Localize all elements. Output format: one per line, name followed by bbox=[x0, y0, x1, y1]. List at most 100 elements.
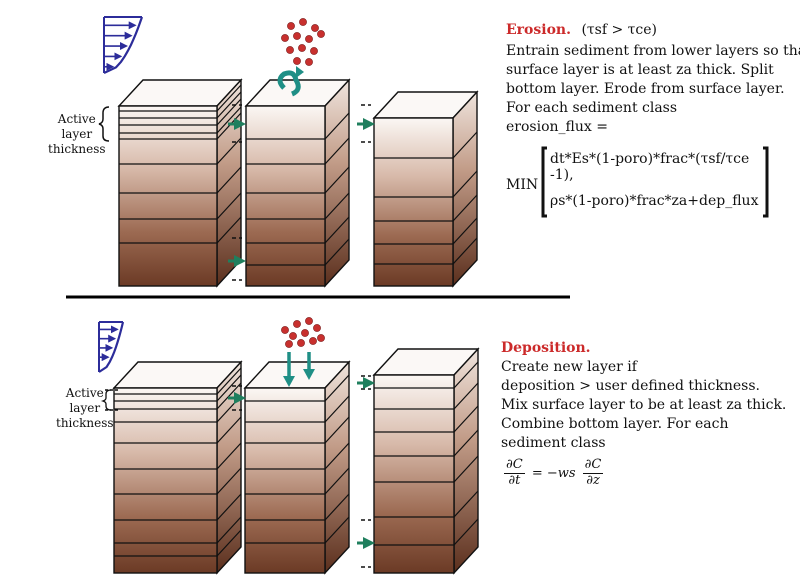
layer-boundary bbox=[114, 395, 242, 423]
layer-boundary bbox=[246, 192, 350, 220]
layer-boundary bbox=[374, 237, 478, 265]
equation-middle: = −ws bbox=[531, 465, 576, 481]
sediment-particle bbox=[286, 46, 294, 54]
layer-boundary bbox=[114, 516, 242, 544]
label-word: layer bbox=[69, 401, 101, 415]
swirl-arrowhead bbox=[296, 66, 304, 78]
layer-boundary bbox=[114, 467, 242, 495]
deposition-line-5: sediment class bbox=[501, 435, 606, 452]
column-front-face bbox=[373, 117, 454, 287]
sediment-particle bbox=[287, 22, 295, 30]
sediment-particle bbox=[293, 320, 301, 328]
lhs-fraction: ∂C ∂t bbox=[504, 457, 525, 489]
layer-boundary bbox=[374, 217, 478, 245]
layer-boundary bbox=[246, 137, 350, 165]
layer-boundary bbox=[114, 529, 242, 557]
column-front-face bbox=[245, 105, 326, 287]
layer-boundary bbox=[114, 367, 242, 395]
column-erosion-after bbox=[372, 90, 479, 288]
sediment-particle bbox=[298, 44, 306, 52]
layer-boundary bbox=[374, 429, 479, 457]
sediment-particle bbox=[293, 57, 301, 65]
particles-deposition bbox=[281, 317, 325, 348]
active-layer-label-bottom: Active layer thickness bbox=[56, 386, 114, 431]
layer-boundary bbox=[114, 374, 242, 402]
column-front-face bbox=[118, 105, 218, 287]
column-erosion-before bbox=[117, 78, 243, 288]
layer-boundary bbox=[119, 166, 242, 194]
active-layer-brace-bottom bbox=[100, 389, 112, 411]
layer-boundary bbox=[374, 490, 479, 518]
active-layer-label-top: Active layer thickness bbox=[48, 112, 106, 157]
layer-boundary bbox=[374, 194, 478, 222]
entrainment-swirl bbox=[277, 70, 301, 97]
layer-boundary bbox=[119, 192, 242, 220]
sediment-particle bbox=[305, 58, 313, 66]
label-word: thickness bbox=[56, 416, 114, 430]
sediment-particle bbox=[310, 47, 318, 55]
label-word: thickness bbox=[48, 142, 106, 156]
layer-boundary bbox=[246, 238, 350, 266]
layer-boundary bbox=[119, 84, 242, 112]
layer-boundary bbox=[374, 405, 479, 433]
layer-boundary bbox=[119, 98, 242, 126]
label-word: Active bbox=[65, 386, 104, 400]
column-deposition-mid bbox=[243, 360, 351, 575]
lhs-denominator: ∂t bbox=[508, 472, 521, 488]
erosion-description: Entrain sediment from lower layers so th… bbox=[506, 42, 800, 137]
erosion-condition: (τsf > τce) bbox=[581, 22, 657, 38]
layer-boundary bbox=[245, 395, 350, 423]
sediment-particle bbox=[289, 332, 297, 340]
sediment-particle bbox=[281, 34, 289, 42]
deposition-title: Deposition. bbox=[501, 340, 591, 356]
label-word: Active bbox=[57, 112, 96, 126]
rhs-fraction: ∂C ∂z bbox=[582, 457, 604, 489]
deposition-heading: Deposition. bbox=[501, 339, 591, 358]
layer-boundary bbox=[119, 91, 242, 119]
sediment-particle bbox=[299, 18, 307, 26]
erosion-line-3: bottom layer. Erode from surface layer. bbox=[506, 81, 785, 98]
column-side-face bbox=[452, 90, 478, 288]
deposition-description: Create new layer if deposition > user de… bbox=[501, 358, 786, 453]
layer-boundary bbox=[374, 382, 479, 410]
layer-boundary bbox=[114, 493, 242, 521]
erosion-line-4: For each sediment class bbox=[506, 100, 678, 117]
layer-boundary bbox=[119, 137, 242, 165]
sediment-particle bbox=[317, 334, 325, 342]
sediment-particle bbox=[293, 32, 301, 40]
layer-boundary bbox=[246, 216, 350, 244]
sediment-particle bbox=[309, 337, 317, 345]
layer-boundary bbox=[374, 361, 479, 389]
layer-boundary bbox=[114, 416, 242, 444]
erosion-heading: Erosion. (τsf > τce) bbox=[506, 21, 657, 40]
layer-boundary bbox=[246, 166, 350, 194]
layer-boundary bbox=[374, 170, 478, 198]
erosion-line-2: surface layer is at least za thick. Spli… bbox=[506, 62, 774, 79]
sediment-particle bbox=[297, 339, 305, 347]
column-side-face bbox=[324, 78, 350, 288]
deposition-line-4: Combine bottom layer. For each bbox=[501, 416, 729, 433]
layer-boundary bbox=[119, 106, 242, 134]
min-bracket: dt*Es*(1-poro)*frac*(τsf/τce -1), ρs*(1-… bbox=[541, 146, 769, 218]
column-front-face bbox=[244, 387, 326, 574]
velocity-profile-deposition bbox=[98, 321, 125, 373]
deposition-line-3: Mix surface layer to be at least za thic… bbox=[501, 397, 787, 414]
layer-boundary bbox=[114, 382, 242, 410]
column-side-face bbox=[216, 360, 242, 575]
diagram-root bbox=[98, 16, 480, 575]
layer-boundary bbox=[245, 467, 350, 495]
layer-boundary bbox=[374, 131, 478, 159]
layer-boundary bbox=[245, 374, 350, 402]
sediment-particle bbox=[311, 24, 319, 32]
sediment-particle bbox=[313, 324, 321, 332]
sediment-particle bbox=[301, 329, 309, 337]
erosion-line-1: Entrain sediment from lower layers so th… bbox=[506, 43, 800, 59]
layer-boundary bbox=[114, 442, 242, 470]
deposition-line-1: Create new layer if bbox=[501, 359, 637, 375]
profile-curve bbox=[98, 321, 125, 373]
sediment-particle bbox=[305, 35, 313, 43]
active-layer-brace-top bbox=[98, 106, 110, 142]
erosion-title: Erosion. bbox=[506, 22, 571, 38]
sediment-particle bbox=[281, 326, 289, 334]
